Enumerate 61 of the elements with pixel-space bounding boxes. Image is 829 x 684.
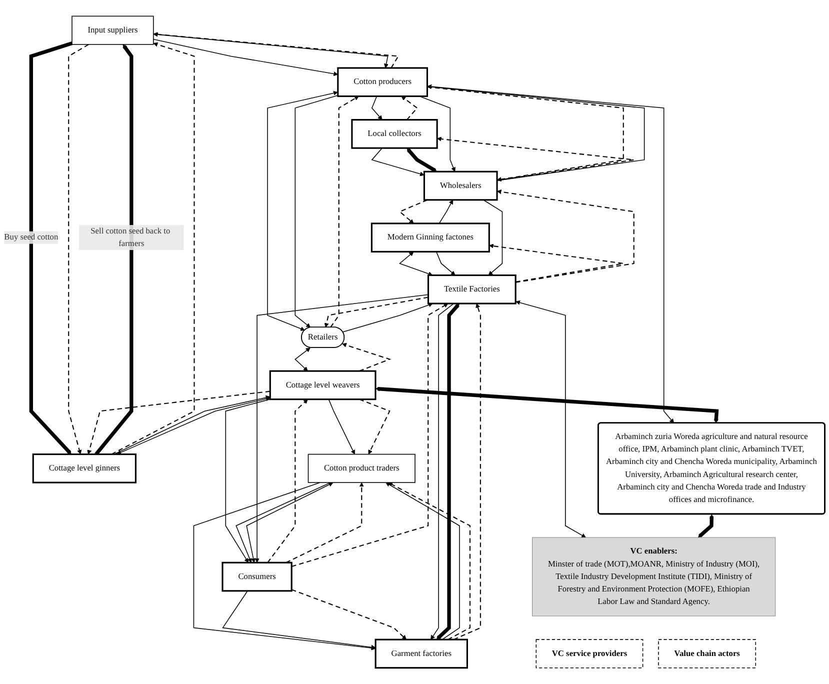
- arrow: [68, 44, 89, 454]
- arrow: [398, 199, 428, 224]
- arrow: [516, 300, 586, 538]
- arrow: [294, 94, 338, 328]
- arrow: [371, 148, 424, 176]
- edge-label: Sell cotton seed back to farmers: [90, 226, 170, 248]
- arrow: [324, 296, 428, 328]
- node-box: Consumers: [222, 562, 292, 592]
- arrow: [698, 514, 714, 538]
- arrow: [419, 96, 456, 172]
- node-box: VC service providers: [536, 639, 644, 668]
- arrow: [254, 294, 429, 563]
- arrow: [496, 190, 634, 283]
- arrow: [330, 96, 359, 328]
- arrow: [94, 44, 134, 456]
- node-box: Modern Ginning factones: [370, 222, 490, 252]
- arrow: [398, 252, 433, 276]
- arrow: [29, 41, 73, 454]
- arrow: [453, 303, 481, 640]
- node-box: VC enablers: Minster of trade (MOT),MOANR, Ministry of Industry (MOI), Textile Industry Development Institute (TIDI), Ministry of Forestry and Environment Protection (MOFE), Ethiopian Labor Law and Standard Agency.: [532, 537, 776, 616]
- edge-label: Buy seed cotton: [4, 232, 58, 242]
- arrow: [193, 482, 376, 650]
- arrow: [294, 348, 310, 372]
- node-box: Garment factories: [374, 638, 468, 669]
- arrow: [436, 136, 634, 181]
- arrow: [225, 398, 271, 563]
- arrow: [406, 148, 438, 172]
- node-box: Cottage level ginners: [32, 453, 136, 484]
- arrow: [388, 482, 470, 640]
- arrow: [342, 302, 433, 332]
- arrow: [482, 200, 503, 276]
- node-box: Value chain actors: [658, 639, 756, 668]
- arrow: [436, 251, 456, 276]
- arrow: [488, 244, 624, 282]
- arrow: [427, 84, 674, 424]
- node-box: Local collectors: [351, 119, 438, 149]
- arrow: [267, 399, 308, 563]
- arrow: [430, 303, 454, 640]
- node-box: Input suppliers: [72, 16, 154, 45]
- node-box: Cottage level weavers: [269, 370, 376, 400]
- node-box: Textile Factories: [427, 274, 516, 304]
- arrow: [291, 589, 407, 640]
- arrow: [291, 303, 448, 567]
- arrow: [111, 42, 195, 455]
- arrow: [386, 482, 460, 640]
- arrow: [267, 90, 338, 331]
- node-box: Cotton producers: [337, 67, 428, 98]
- arrow: [371, 96, 382, 120]
- arrow: [376, 386, 719, 424]
- arrow: [87, 390, 270, 454]
- arrow: [359, 398, 390, 454]
- arrow: [153, 38, 338, 76]
- node-box: Cotton product traders: [308, 454, 416, 483]
- arrow: [222, 590, 376, 650]
- arrow: [436, 303, 460, 640]
- arrow: [401, 96, 418, 120]
- arrow: [438, 200, 454, 224]
- node-box: Wholesalers: [423, 170, 498, 201]
- arrow: [328, 398, 355, 454]
- arrow: [286, 482, 364, 564]
- arrow: [342, 342, 392, 372]
